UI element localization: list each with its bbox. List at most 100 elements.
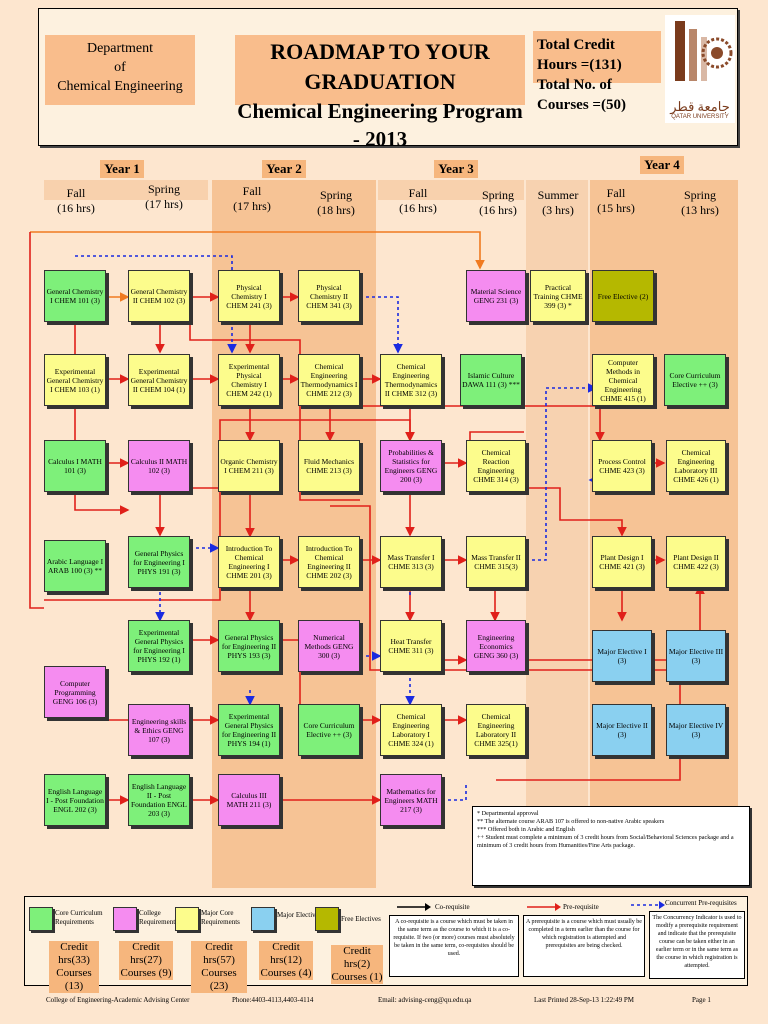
sem-y4-spring: Spring(13 hrs)	[681, 188, 719, 217]
legend-count-college: Credit hrs(27)Courses (9)	[119, 941, 173, 980]
course-major-elective-1[interactable]: Major Elective I (3)	[592, 630, 652, 682]
course-chem104[interactable]: Experimental General Chemistry II CHEM 1…	[128, 354, 190, 406]
course-engl203[interactable]: English Language II - Post Foundation EN…	[128, 774, 190, 826]
course-chem341[interactable]: Physical Chemistry II CHEM 341 (3)	[298, 270, 360, 322]
dept-line-2: of	[114, 60, 126, 75]
course-chme311[interactable]: Heat Transfer CHME 311 (3)	[380, 620, 442, 672]
course-math217[interactable]: Mathematics for Engineers MATH 217 (3)	[380, 774, 442, 826]
course-chme426[interactable]: Chemical Engineering Laboratory III CHME…	[666, 440, 726, 492]
course-major-elective-4[interactable]: Major Elective IV (3)	[666, 704, 726, 756]
note-3: *** Offered both in Arabic and English	[477, 826, 575, 833]
course-chme202[interactable]: Introduction To Chemical Engineering II …	[298, 536, 360, 588]
year-4-label: Year 4	[640, 156, 684, 174]
course-chem101[interactable]: General Chemistry I CHEM 101 (3)	[44, 270, 106, 322]
course-phys192[interactable]: Experimental General Physics for Enginee…	[128, 620, 190, 672]
logo-emblem-icon	[675, 21, 733, 81]
course-chem211[interactable]: Organic Chemistry I CHEM 211 (3)	[218, 440, 280, 492]
legend-swatch-free-electives	[315, 907, 339, 931]
prereq-label: Pre-requisite	[563, 903, 599, 911]
course-phys191[interactable]: General Physics for Engineering I PHYS 1…	[128, 536, 190, 588]
course-geng231[interactable]: Material Science GENG 231 (3)	[466, 270, 526, 322]
footer-printed: Last Printed 28-Sep-13 1:22:49 PM	[534, 996, 634, 1004]
year-3-label: Year 3	[434, 160, 478, 178]
course-chme324[interactable]: Chemical Engineering Laboratory I CHME 3…	[380, 704, 442, 756]
logo-english-text: QATAR UNIVERSITY	[671, 114, 729, 120]
course-geng300[interactable]: Numerical Methods GENG 300 (3)	[298, 620, 360, 672]
legend-count-major-electives: Credit hrs(12)Courses (4)	[259, 941, 313, 980]
course-core-elective-1[interactable]: Core Curriculum Elective ++ (3)	[664, 354, 726, 406]
course-chme421[interactable]: Plant Design I CHME 421 (3)	[592, 536, 652, 588]
course-chme415[interactable]: Computer Methods in Chemical Engineering…	[592, 354, 654, 406]
course-phys194[interactable]: Experimental General Physics for Enginee…	[218, 704, 280, 756]
course-geng360[interactable]: Engineering Economics GENG 360 (3)	[466, 620, 526, 672]
legend-count-major-core: Credit hrs(57)Courses (23)	[191, 941, 247, 993]
course-chme315[interactable]: Mass Transfer II CHME 315(3)	[466, 536, 526, 588]
course-free-elective[interactable]: Free Elective (2)	[592, 270, 654, 322]
course-geng107[interactable]: Engineering skills & Ethics GENG 107 (3)	[128, 704, 190, 756]
legend-label-major-electives: Major Electives	[277, 911, 322, 919]
course-chme201[interactable]: Introduction To Chemical Engineering I C…	[218, 536, 280, 588]
course-chem242[interactable]: Experimental Physical Chemistry I CHEM 2…	[218, 354, 280, 406]
course-phys193[interactable]: General Physics for Engineering II PHYS …	[218, 620, 280, 672]
course-math211[interactable]: Calculus III MATH 211 (3)	[218, 774, 280, 826]
course-chme422[interactable]: Plant Design II CHME 422 (3)	[666, 536, 726, 588]
legend-swatch-core	[29, 907, 53, 931]
course-major-elective-2[interactable]: Major Elective II (3)	[592, 704, 652, 756]
sem-y2-spring: Spring(18 hrs)	[317, 188, 355, 217]
footer-phone: Phone:4403-4113,4403-4114	[232, 996, 314, 1004]
note-4: ++ Student must complete a minimum of 3 …	[477, 834, 734, 849]
course-chem241[interactable]: Physical Chemistry I CHEM 241 (3)	[218, 270, 280, 322]
course-core-elective-2[interactable]: Core Curriculum Elective ++ (3)	[298, 704, 360, 756]
course-chme314[interactable]: Chemical Reaction Engineering CHME 314 (…	[466, 440, 526, 492]
concurrent-explanation: The Concurrency Indicator is used to mod…	[649, 911, 745, 979]
course-geng106[interactable]: Computer Programming GENG 106 (3)	[44, 666, 106, 718]
legend-swatch-major-electives	[251, 907, 275, 931]
coreq-arrow-icon	[397, 903, 431, 911]
course-chme213[interactable]: Fluid Mechanics CHME 213 (3)	[298, 440, 360, 492]
dept-line-3: Chemical Engineering	[57, 79, 183, 94]
year-1-label: Year 1	[100, 160, 144, 178]
footer-center: College of Engineering-Academic Advising…	[46, 996, 190, 1004]
legend-label-college: College Requirements	[139, 909, 178, 926]
coreq-label: Co-requisite	[435, 903, 470, 911]
footer-email: Email: advising-ceng@qu.edu.qa	[378, 996, 472, 1004]
dept-line-1: Department	[86, 41, 154, 56]
logo-arabic-text: جامعة قطر	[670, 99, 730, 114]
course-chme313[interactable]: Mass Transfer I CHME 313 (3)	[380, 536, 442, 588]
sem-y1-spring: Spring(17 hrs)	[145, 182, 183, 211]
note-2: ** The alternate course ARAB 107 is offe…	[477, 818, 665, 825]
sem-y2-fall: Fall(17 hrs)	[233, 184, 271, 213]
course-geng200[interactable]: Probabilities & Statistics for Engineers…	[380, 440, 442, 492]
course-chme423[interactable]: Process Control CHME 423 (3)	[592, 440, 652, 492]
legend-label-major-core: Major Core Requirements	[201, 909, 240, 926]
note-1: * Departmental approval	[477, 810, 539, 817]
legend-panel: Core Curriculum Requirements Credit hrs(…	[24, 896, 748, 993]
title-block: ROADMAP TO YOUR GRADUATION Chemical Engi…	[235, 35, 525, 151]
legend-count-core: Credit hrs(33)Courses (13)	[49, 941, 99, 993]
page-title: ROADMAP TO YOUR GRADUATION	[270, 39, 490, 94]
sem-summer: Summer(3 hrs)	[537, 188, 579, 217]
total-credit-hours: Total Credit Hours =(131)	[537, 37, 622, 73]
course-chme325[interactable]: Chemical Engineering Laboratory II CHME …	[466, 704, 526, 756]
course-chme312[interactable]: Chemical Engineering Thermodynamics II C…	[380, 354, 442, 406]
totals-box: Total Credit Hours =(131) Total No. of C…	[533, 31, 661, 113]
total-courses: Total No. of Courses =(50)	[537, 77, 626, 113]
legend-label-free-electives: Free Electives	[341, 915, 381, 923]
sem-y3-fall: Fall(16 hrs)	[399, 186, 437, 215]
course-chme212[interactable]: Chemical Engineering Thermodynamics I CH…	[298, 354, 360, 406]
department-label: Department of Chemical Engineering	[45, 35, 195, 105]
course-engl202[interactable]: English Language I - Post Foundation ENG…	[44, 774, 106, 826]
header-panel: Department of Chemical Engineering ROADM…	[38, 8, 738, 151]
footnotes-box: * Departmental approval ** The alternate…	[472, 806, 750, 886]
course-dawa111[interactable]: Islamic Culture DAWA 111 (3) ***	[460, 354, 522, 406]
course-chme399[interactable]: Practical Training CHME 399 (3) *	[530, 270, 586, 322]
course-arab100[interactable]: Arabic Language I ARAB 100 (3) **	[44, 540, 106, 592]
footer-page: Page 1	[692, 996, 711, 1004]
course-major-elective-3[interactable]: Major Elective III (3)	[666, 630, 726, 682]
qatar-university-logo: جامعة قطر QATAR UNIVERSITY	[665, 15, 735, 123]
course-chem103[interactable]: Experimental General Chemistry I CHEM 10…	[44, 354, 106, 406]
course-chem102[interactable]: General Chemistry II CHEM 102 (3)	[128, 270, 190, 322]
legend-swatch-major-core	[175, 907, 199, 931]
course-math101[interactable]: Calculus I MATH 101 (3)	[44, 440, 106, 492]
course-math102[interactable]: Calculus II MATH 102 (3)	[128, 440, 190, 492]
